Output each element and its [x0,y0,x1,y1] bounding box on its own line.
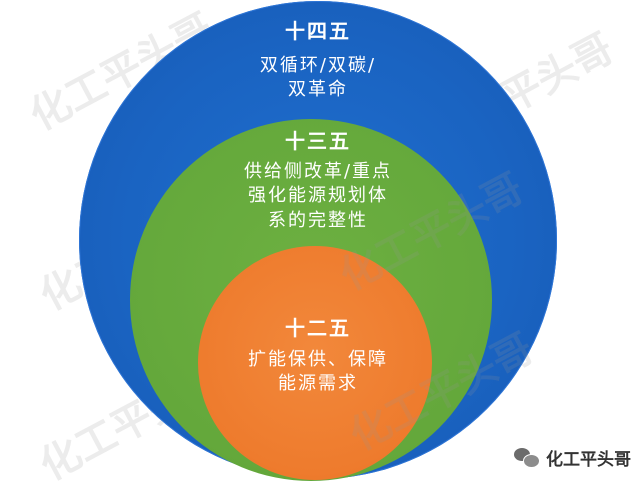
outer-desc-line: 双革命 [288,79,348,101]
inner-desc-line: 能源需求 [278,373,358,395]
inner-circle-description: 扩能保供、保障 能源需求 [218,348,418,397]
middle-desc-line: 系的完整性 [268,209,368,231]
middle-circle-title: 十三五 [285,129,351,153]
brand-name: 化工平头哥 [546,450,631,470]
outer-circle-description: 双循环/双碳/ 双革命 [218,54,418,103]
inner-desc-line: 扩能保供、保障 [248,349,388,370]
wechat-icon [514,447,540,469]
inner-circle-title: 十二五 [285,316,351,340]
inner-circle-12th-plan [198,246,432,480]
middle-desc-line: 供给侧改革/重点 [243,161,393,182]
middle-desc-line: 强化能源规划体 [248,185,388,207]
nested-circles-diagram: 化工平头哥 化工平头哥 化工平头哥 化工平头哥 化工平头哥 化工平头哥 十四五 … [23,1,631,490]
brand-badge: 化工平头哥 [514,445,631,470]
outer-circle-title: 十四五 [285,19,351,43]
outer-desc-line: 双循环/双碳/ [259,55,377,76]
middle-circle-description: 供给侧改革/重点 强化能源规划体 系的完整性 [208,160,428,233]
